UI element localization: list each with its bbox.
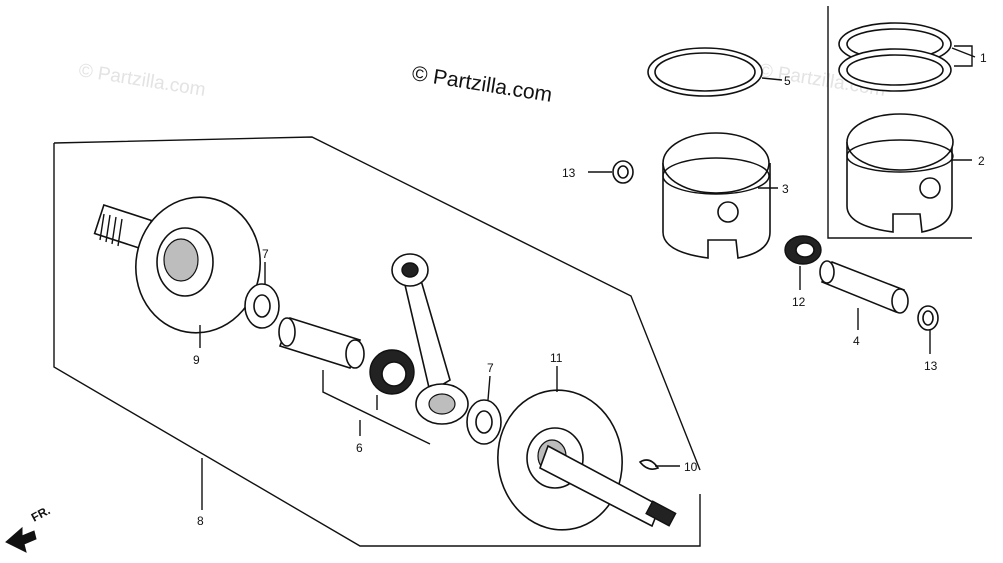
right-crank-half-part bbox=[497, 389, 677, 531]
callout-3: 3 bbox=[782, 182, 789, 196]
front-direction-arrow bbox=[5, 526, 37, 553]
callout-2: 2 bbox=[978, 154, 985, 168]
callout-6: 6 bbox=[356, 441, 363, 455]
piston-set-piston-part bbox=[846, 113, 954, 233]
leader-lines bbox=[199, 45, 976, 510]
left-crank-half-part bbox=[93, 196, 261, 334]
callout-9: 9 bbox=[193, 353, 200, 367]
circlip-lower-part bbox=[917, 305, 939, 331]
circlip-upper-part bbox=[612, 160, 634, 184]
front-direction-label: FR. bbox=[29, 503, 53, 524]
callout-11: 11 bbox=[550, 351, 563, 365]
needle-bearing-part bbox=[369, 349, 415, 395]
callout-7-right: 7 bbox=[487, 361, 494, 375]
callout-10: 10 bbox=[684, 460, 698, 474]
small-end-bearing-part bbox=[784, 235, 822, 265]
thrust-washer-right-part bbox=[466, 399, 502, 445]
crankshaft-assembly-outline bbox=[53, 136, 701, 547]
callout-4: 4 bbox=[853, 334, 860, 348]
piston-pin-part bbox=[819, 260, 909, 314]
callout-13-upper: 13 bbox=[562, 166, 576, 180]
piston-ring-set-part bbox=[838, 22, 952, 92]
callout-8: 8 bbox=[197, 514, 204, 528]
callout-13-lower: 13 bbox=[924, 359, 938, 373]
callout-7-left: 7 bbox=[262, 247, 269, 261]
callout-1: 1 bbox=[980, 51, 987, 65]
callout-5: 5 bbox=[784, 74, 791, 88]
piston-set-bracket bbox=[827, 6, 972, 239]
woodruff-key-part bbox=[638, 459, 660, 470]
piston-ring-part bbox=[647, 47, 763, 97]
callout-12: 12 bbox=[792, 295, 806, 309]
thrust-washer-left-part bbox=[244, 283, 280, 329]
crank-pin-part bbox=[278, 317, 365, 369]
connecting-rod-part bbox=[391, 253, 469, 425]
piston-part bbox=[662, 132, 771, 259]
